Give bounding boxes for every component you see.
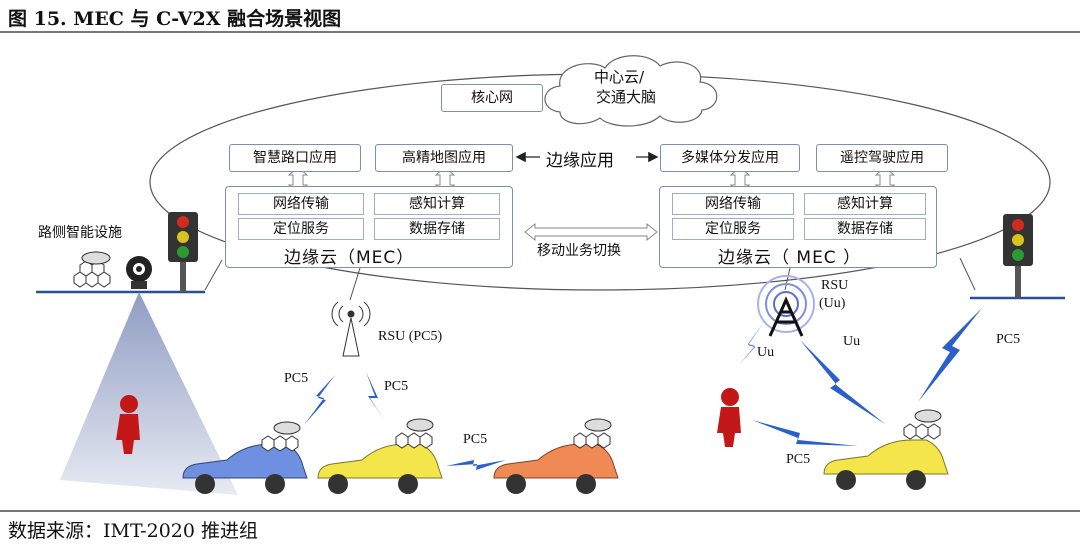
app-smart-intersection: 智慧路口应用 [229,144,361,172]
car-sensor-cluster-4 [903,409,942,440]
car-sensor-cluster-1 [261,421,301,452]
uu-label: Uu [757,345,775,360]
core-network-box: 核心网 [441,84,543,112]
rsu-uu-label-1: RSU [821,278,849,293]
pc5-label: PC5 [786,452,811,467]
pc5-label: PC5 [463,432,488,447]
mec-left-service: 定位服务 [238,218,364,240]
app-hd-map: 高精地图应用 [375,144,513,172]
source-note: 数据来源：IMT-2020 推进组 [8,520,258,542]
car-orange [493,443,619,494]
traffic-light-left [168,212,198,292]
car-yellow-2 [823,439,949,490]
roadside-sensor-hexes [73,251,111,288]
app-remote-driving: 遥控驾驶应用 [816,144,948,172]
pedestrian-left [116,395,140,454]
mec-right-label: 边缘云（ MEC ） [718,248,862,268]
central-cloud-shape [544,55,718,127]
pc5-bolt-car2-car3 [446,460,506,470]
pedestrian-right [717,388,741,447]
pc5-bolt-infra-car [918,308,982,402]
mec-right-service: 定位服务 [672,218,794,240]
mec-left-service: 数据存储 [374,218,500,240]
left-infra-line [204,259,223,291]
pc5-label: PC5 [996,332,1021,347]
car-sensor-cluster-3 [573,418,612,449]
pc5-bolt-person-car [752,420,858,446]
mec-right: 网络传输 感知计算 定位服务 数据存储 边缘云（ MEC ） [659,186,937,268]
cloud-label-1: 中心云/ [594,68,645,86]
pc5-label: PC5 [384,379,409,394]
mec-left-service: 感知计算 [374,193,500,215]
cloud-label-2: 交通大脑 [596,88,657,106]
rsu-pc5-label: RSU (PC5) [378,329,443,344]
traffic-light-right [1003,214,1033,298]
bottom-rule [0,510,1080,512]
rsu-uu-tower [757,275,815,337]
top-rule [0,31,1080,33]
camera-sensing-beam [60,292,238,495]
roadside-label: 路侧智能设施 [38,225,122,241]
mec-right-service: 数据存储 [804,218,926,240]
mec-left-service: 网络传输 [238,193,364,215]
handover-label: 移动业务切换 [537,243,621,259]
handover-arrow [524,222,658,242]
mec-left-label: 边缘云（MEC） [284,248,415,268]
car-blue [182,443,308,494]
car-sensor-cluster-2 [395,418,434,449]
mec-right-service: 网络传输 [672,193,794,215]
edge-apps-label: 边缘应用 [546,151,614,171]
car-yellow-1 [317,443,443,494]
uu-label: Uu [843,334,861,349]
mec-left: 网络传输 感知计算 定位服务 数据存储 边缘云（MEC） [225,186,513,268]
mec-right-service: 感知计算 [804,193,926,215]
app-multimedia: 多媒体分发应用 [660,144,800,172]
uu-bolt-car [800,340,885,424]
rsu-left-link [349,267,361,301]
rsu-uu-label-2: (Uu) [819,296,846,311]
pc5-label: PC5 [284,371,309,386]
roadside-camera [126,256,152,289]
figure-title: 图 15. MEC 与 C-V2X 融合场景视图 [8,8,342,30]
rsu-pc5-tower [331,301,371,357]
rsu-right-link [784,267,791,291]
pc5-bolt-rsu-car2 [366,372,383,418]
lightning-bolts [304,308,982,470]
right-infra-line [959,257,976,291]
pc5-bolt-rsu-car1 [304,375,335,425]
